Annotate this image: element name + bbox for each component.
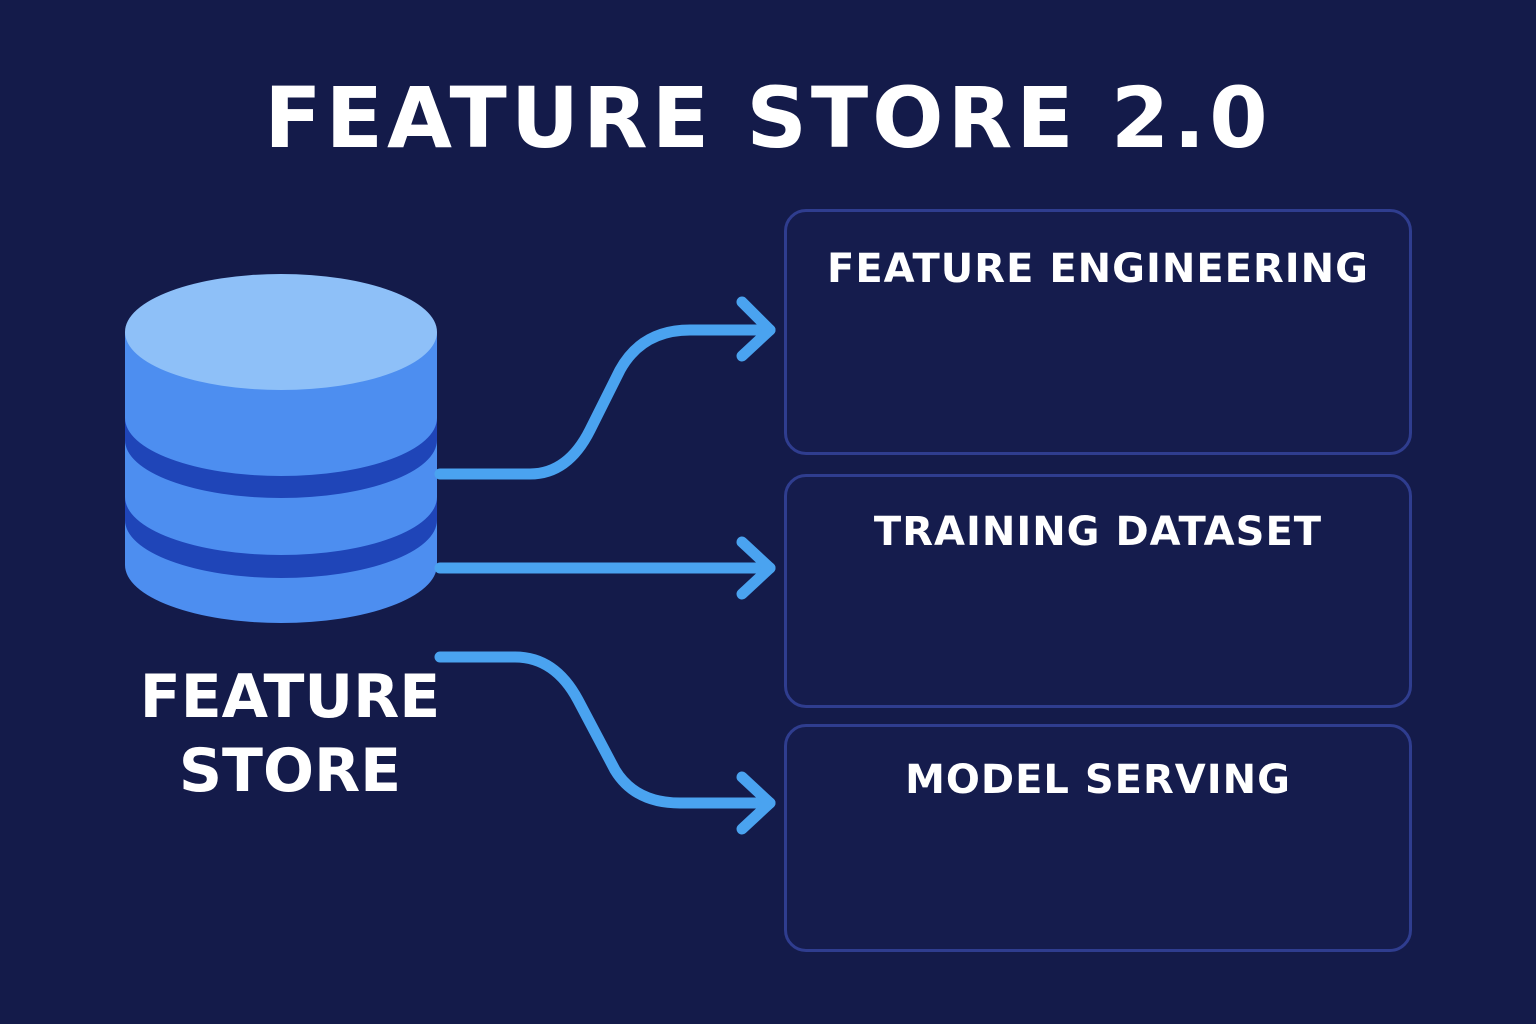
training-dataset-title: TRAINING DATASET (873, 509, 1323, 555)
feature-store-label: FEATURE STORE (110, 660, 470, 808)
training-dataset-card: TRAINING DATASET (784, 474, 1412, 708)
arrow-head-model-serving (736, 771, 776, 835)
arrow-head-feature-engineering (736, 296, 776, 362)
feature-store-label-line1: FEATURE (139, 662, 441, 732)
model-serving-title: MODEL SERVING (905, 757, 1291, 803)
feature-engineering-title: FEATURE ENGINEERING (827, 246, 1369, 292)
model-serving-card: MODEL SERVING (784, 724, 1412, 952)
feature-store-label-line2: STORE (178, 736, 402, 806)
database-icon (125, 274, 437, 623)
arrow-to-model-serving (434, 651, 776, 809)
arrow-head-training-dataset (736, 536, 776, 600)
arrow-to-feature-engineering (434, 324, 776, 480)
feature-engineering-card: FEATURE ENGINEERING (784, 209, 1412, 455)
page-title: FEATURE STORE 2.0 (264, 69, 1272, 167)
